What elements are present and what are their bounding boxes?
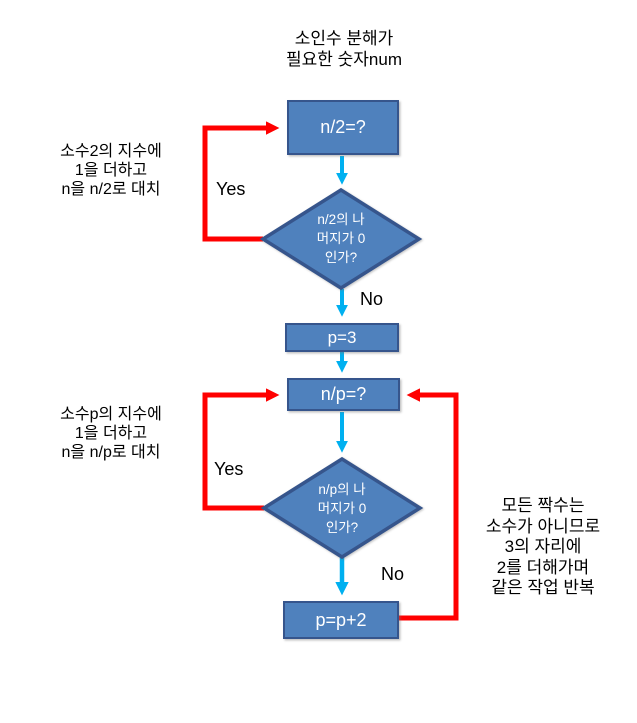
note-right-bottom: 모든 짝수는 소수가 아니므로 3의 자리에 2를 더해가며 같은 작업 반복 [485, 496, 601, 597]
process-box-np-label: n/p=? [320, 384, 367, 404]
loop-arrow-yes-top [202, 121, 280, 242]
process-box-pp2-label: p=p+2 [315, 609, 367, 630]
note-left-bottom: 소수p의 지수에 1을 더하고 n을 n/p로 대치 [60, 406, 162, 461]
branch-label-no-top: No [360, 289, 384, 309]
decision-diamond-np-label: n/p의 나 머지가 0 인가? [317, 482, 367, 535]
decision-diamond-n2 [259, 187, 423, 291]
branch-label-yes-top: Yes [216, 179, 246, 199]
note-left-top: 소수2의 지수에 1을 더하고 n을 n/2로 대치 [60, 143, 162, 198]
process-box-n2: n/2=? [287, 100, 399, 155]
process-box-p3: p=3 [285, 323, 399, 352]
branch-label-no-bottom: No [381, 564, 405, 584]
loop-arrow-yes-bottom [202, 388, 280, 511]
branch-label-yes-bottom: Yes [214, 459, 244, 479]
decision-diamond-n2-label: n/2의 나 머지가 0 인가? [316, 212, 366, 265]
decision-diamond-np [260, 456, 424, 560]
flowchart-title: 소인수 분해가 필요한 숫자num [286, 29, 402, 69]
process-box-n2-label: n/2=? [320, 117, 366, 137]
process-box-np: n/p=? [287, 378, 400, 411]
loop-arrow-no-bottom [399, 388, 459, 621]
process-box-p3-label: p=3 [327, 327, 357, 347]
process-box-pp2: p=p+2 [283, 601, 399, 639]
